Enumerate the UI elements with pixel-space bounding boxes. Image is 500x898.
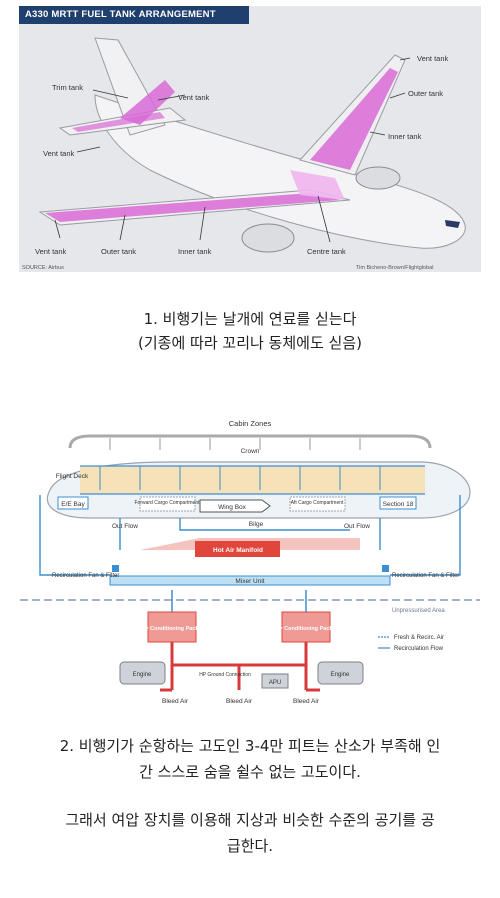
label-pack2: Air Conditioning Pack 2: [275, 626, 337, 632]
label-recirc-right: Recirculation Fan & Filter: [392, 573, 459, 579]
label-centre-tank: Centre tank: [307, 247, 346, 256]
label-forward-cargo: Forward Cargo Compartment: [134, 500, 200, 506]
label-cabin-zones: Cabin Zones: [229, 419, 272, 428]
air-conditioning-figure: Cabin Zones Crown Flight Deck E/E Bay Fo…: [0, 400, 500, 710]
label-bleed-air-2: Bleed Air: [226, 698, 253, 705]
label-inner-tank-right: Inner tank: [388, 132, 422, 141]
legend-fresh: Fresh & Recirc. Air: [394, 635, 444, 641]
label-crown: Crown: [241, 448, 260, 455]
label-outer-tank-right: Outer tank: [408, 89, 443, 98]
label-bleed-air-1: Bleed Air: [162, 698, 189, 705]
explanation-line3: 그래서 여압 장치를 이용해 지상과 비슷한 수준의 공기를 공: [65, 811, 435, 829]
air-conditioning-diagram: Cabin Zones Crown Flight Deck E/E Bay Fo…: [20, 419, 480, 705]
caption1: 1. 비행기는 날개에 연료를 싣는다 (기종에 따라 꼬리나 동체에도 싣음): [0, 307, 500, 355]
figure-source: SOURCE: Airbus: [22, 265, 64, 271]
label-wing-box: Wing Box: [218, 504, 247, 511]
label-mixer-unit: Mixer Unit: [235, 578, 264, 585]
aircraft-illustration: Trim tank Vent tank Vent tank Vent tank …: [22, 37, 466, 271]
tail-trim-band: [72, 112, 165, 132]
fuel-tank-figure: A330 MRTT FUEL TANK ARRANGEMENT: [0, 0, 500, 278]
label-out-flow-right: Out Flow: [344, 523, 370, 530]
cabin-area: [80, 466, 425, 494]
label-apu: APU: [269, 680, 281, 686]
wing-box-shape: [199, 499, 271, 513]
label-out-flow-left: Out Flow: [112, 523, 138, 530]
trim-tank-shape: [120, 80, 175, 125]
ee-bay-box: [57, 496, 89, 510]
near-engine: [241, 223, 295, 253]
engine-right-shape: [317, 661, 364, 685]
label-inner-tank-bottom: Inner tank: [178, 247, 212, 256]
label-pack1: Air Conditioning Pack 1: [141, 626, 203, 632]
figure-credit: Tim Bicheno-Brown/Flightglobal: [356, 265, 433, 271]
aft-cargo-box: [289, 496, 346, 512]
label-engine-left: Engine: [133, 672, 152, 678]
label-recirc-left: Recirculation Fan & Filter: [52, 573, 119, 579]
far-engine: [355, 166, 401, 190]
explanation-line4: 급한다.: [226, 837, 274, 855]
label-bleed-air-3: Bleed Air: [293, 698, 320, 705]
legend-recirc: Recirculation Flow: [394, 646, 444, 652]
label-flight-deck: Flight Deck: [56, 473, 89, 480]
explanation-text: 2. 비행기가 순항하는 고도인 3-4만 피트는 산소가 부족해 인 간 스스…: [20, 733, 480, 859]
recirc-fan-right-icon: [382, 565, 389, 572]
hot-air-manifold-box: [195, 541, 280, 557]
label-vent-tank-right: Vent tank: [417, 54, 449, 63]
far-wing-tank: [310, 68, 398, 170]
mixer-unit-bar: [109, 575, 391, 586]
recirc-fan-left-icon: [112, 565, 119, 572]
label-vent-tank-bottom: Vent tank: [35, 247, 67, 256]
fuselage: [94, 94, 466, 249]
caption1-line1: 1. 비행기는 날개에 연료를 싣는다: [143, 310, 357, 328]
section18-box: [379, 496, 417, 510]
label-engine-right: Engine: [331, 672, 350, 678]
apu-shape: [261, 673, 289, 689]
engine-left-shape: [119, 661, 166, 685]
paragraph-spacer: [20, 785, 480, 807]
label-vent-tank-tail: Vent tank: [178, 93, 210, 102]
caption1-line2: (기종에 따라 꼬리나 동체에도 싣음): [138, 334, 362, 352]
forward-cargo-box: [139, 496, 196, 512]
label-hot-air-manifold: Hot Air Manifold: [213, 547, 263, 554]
near-wing-tank: [45, 193, 340, 222]
fuel-tank-figure-title: A330 MRTT FUEL TANK ARRANGEMENT: [19, 6, 249, 24]
label-trim-tank: Trim tank: [52, 83, 83, 92]
explanation-line2: 간 스스로 숨을 쉴수 없는 고도이다.: [139, 763, 361, 781]
label-section18: Section 18: [383, 501, 414, 508]
cockpit-window: [445, 220, 460, 228]
label-vent-tank-left: Vent tank: [43, 149, 75, 158]
cabin-zones-bracket: [68, 434, 432, 449]
label-outer-tank-bottom: Outer tank: [101, 247, 136, 256]
label-aft-cargo: Aft Cargo Compartment: [291, 500, 344, 506]
label-bilge: Bilge: [249, 521, 264, 528]
label-hp-ground: HP Ground Connection: [199, 672, 251, 678]
label-ee-bay: E/E Bay: [61, 501, 85, 508]
centre-tank-shape: [290, 170, 345, 200]
explanation-line1: 2. 비행기가 순항하는 고도인 3-4만 피트는 산소가 부족해 인: [59, 737, 441, 755]
label-unpressurised: Unpressurised Area: [392, 608, 445, 614]
